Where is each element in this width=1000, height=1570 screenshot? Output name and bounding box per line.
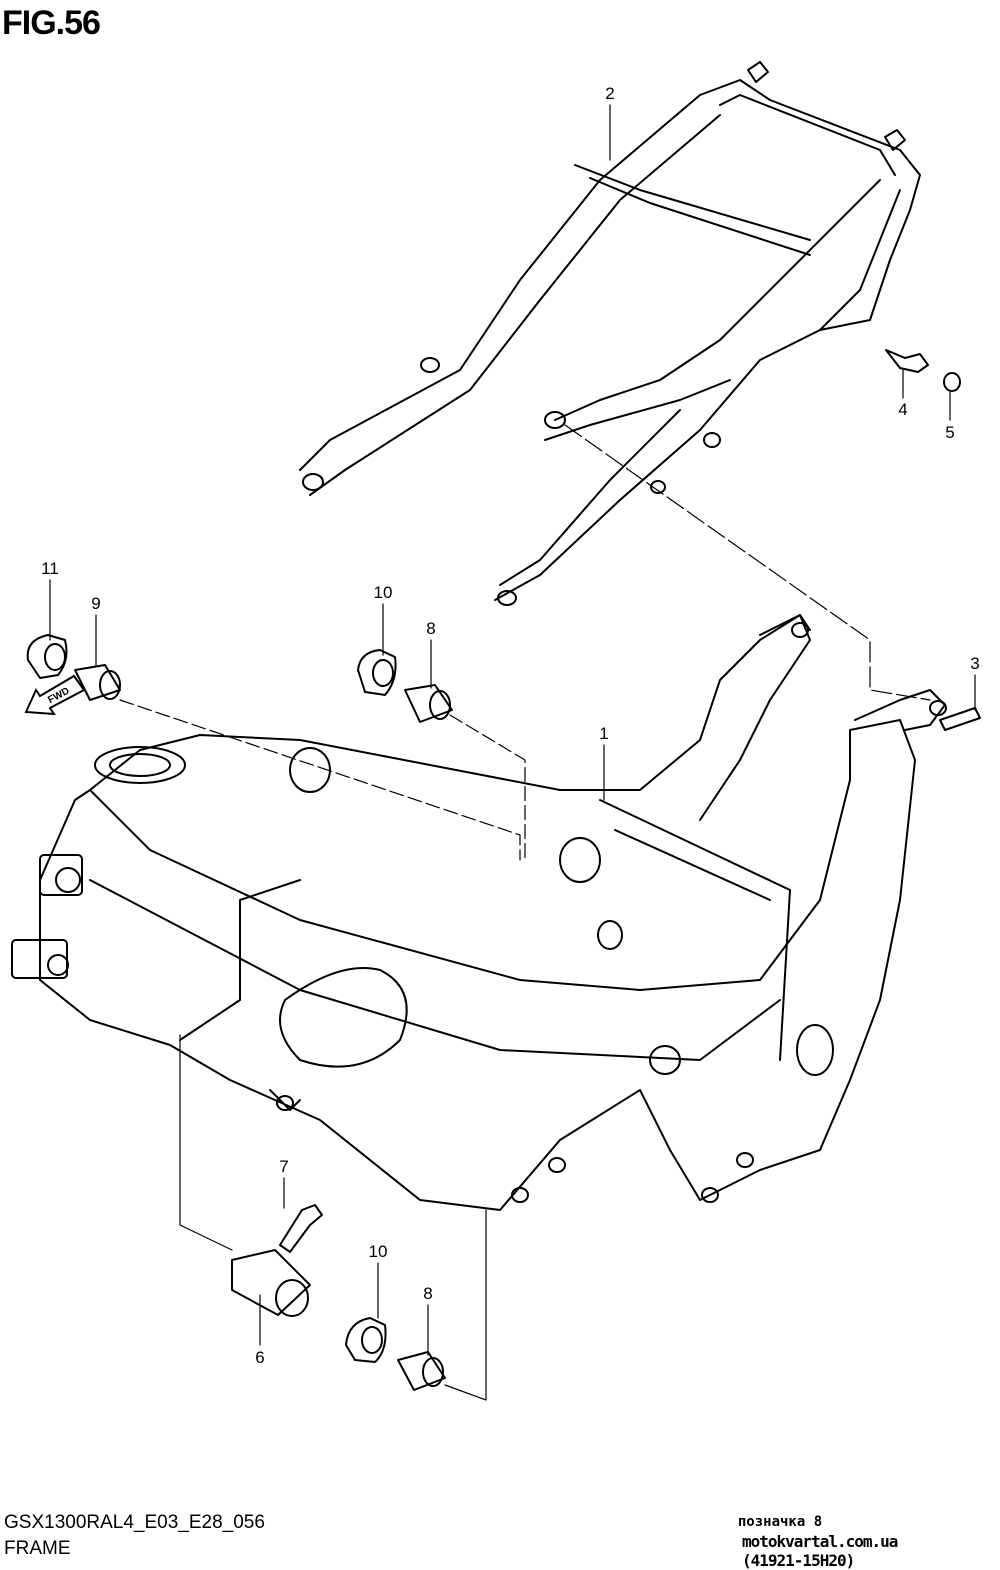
fwd-arrow-icon: FWD [22,668,92,723]
callout-2: 2 [605,84,615,103]
main-frame-drawing [11,614,947,1211]
callout-4: 4 [898,400,908,419]
callout-9: 9 [91,594,101,613]
figure-title: FIG.56 [2,4,101,42]
seat-rail-drawing [299,61,921,606]
callout-10-upper: 10 [373,583,393,602]
model-code: GSX1300RAL4_E03_E28_056 [4,1512,265,1533]
callout-5: 5 [945,423,955,442]
callout-7: 7 [279,1157,289,1176]
section-name: FRAME [4,1538,71,1559]
callout-8-upper: 8 [426,619,436,638]
callout-1: 1 [599,724,609,743]
small-parts-drawing [26,349,981,1391]
callout-6: 6 [255,1348,265,1367]
callout-10-lower: 10 [368,1242,388,1261]
watermark-line-1: позначка 8 [737,1514,823,1530]
callout-3: 3 [970,654,980,673]
callout-8-lower: 8 [423,1284,433,1303]
watermark-line-2: motokvartal.com.ua (41921-15H20) [742,1532,898,1570]
callout-11: 11 [41,559,59,578]
leader-lines [49,104,976,1401]
